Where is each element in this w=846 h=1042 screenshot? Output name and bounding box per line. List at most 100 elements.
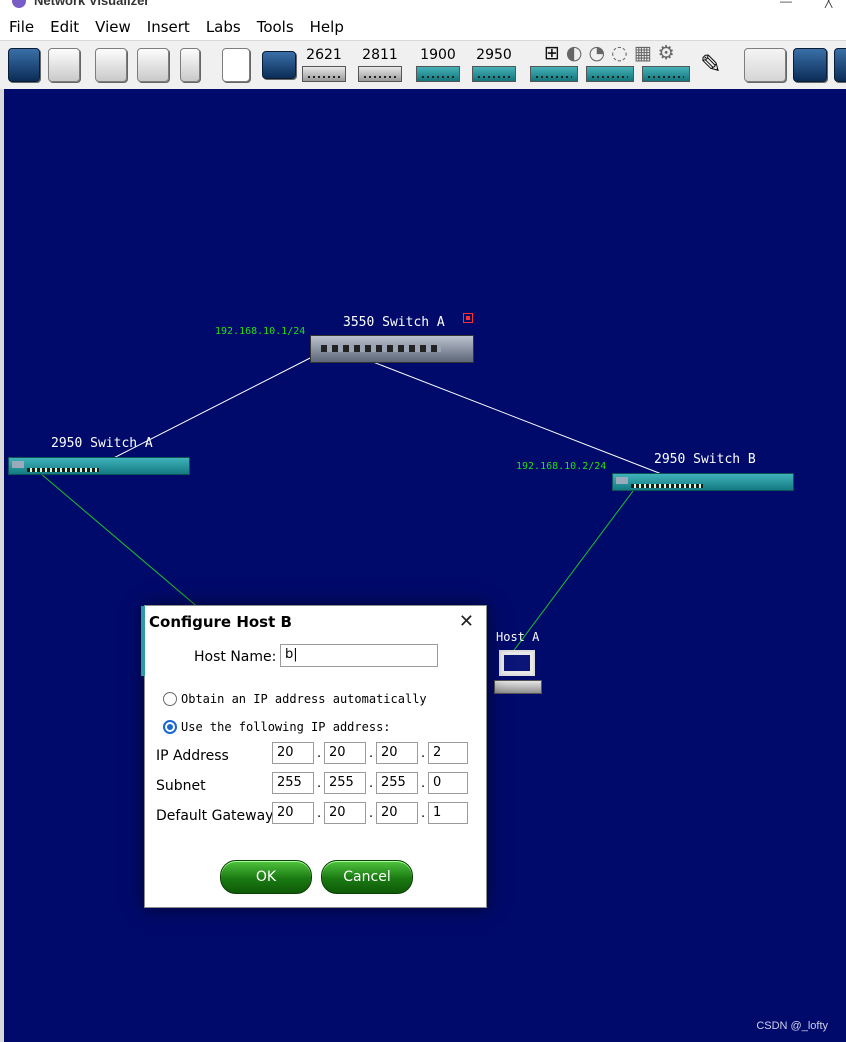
gateway-octet-1[interactable]: 20: [272, 802, 314, 824]
open-button[interactable]: [48, 47, 80, 83]
add-2950-button[interactable]: 2950: [472, 47, 516, 83]
new-document-button[interactable]: [222, 47, 250, 83]
add-2811-button[interactable]: 2811: [358, 47, 402, 83]
connect-icon: ✎: [700, 50, 722, 80]
toolbar: 2621 2811 1900 2950 ⊞: [0, 40, 846, 90]
ip-octet-3[interactable]: 20: [376, 742, 418, 764]
add-switch-button[interactable]: [586, 47, 634, 83]
gateway-octet-2[interactable]: 20: [324, 802, 366, 824]
swap-icon: [793, 48, 827, 82]
add-1900-button[interactable]: 1900: [416, 47, 460, 83]
octet-separator: .: [317, 776, 322, 791]
grade-button[interactable]: [744, 47, 786, 83]
computer-icon: [262, 51, 296, 79]
switch-3550a-label: 3550 Switch A: [343, 315, 445, 330]
radio-obtain-auto[interactable]: [163, 692, 177, 706]
host-a[interactable]: [494, 650, 542, 694]
print-button[interactable]: [137, 47, 169, 83]
menu-bar: File Edit View Insert Labs Tools Help: [0, 14, 846, 40]
add-2621-button[interactable]: 2621: [302, 47, 346, 83]
radio-obtain-auto-label[interactable]: Obtain an IP address automatically: [181, 692, 427, 706]
menu-file[interactable]: File: [9, 18, 35, 36]
link-2950a-hostb: [39, 472, 201, 610]
printer-icon: [137, 48, 169, 82]
dialog-title: Configure Host B: [149, 613, 292, 631]
minimize-button[interactable]: —: [780, 0, 792, 8]
delete-button[interactable]: [180, 47, 200, 83]
menu-help[interactable]: Help: [309, 18, 344, 36]
octet-separator: .: [421, 776, 426, 791]
octet-separator: .: [317, 746, 322, 761]
router-icon: 2621: [302, 48, 346, 82]
add-switch-3550-button[interactable]: [530, 47, 578, 83]
octet-separator: .: [421, 746, 426, 761]
subnet-octet-3[interactable]: 255: [376, 772, 418, 794]
radio-use-static-label[interactable]: Use the following IP address:: [181, 720, 391, 734]
canvas-edge: [0, 89, 4, 1042]
floppy-icon: [95, 48, 127, 82]
close-window-button[interactable]: ╳: [825, 0, 833, 8]
switch-2950b[interactable]: [612, 473, 794, 491]
grade-icon: [744, 48, 786, 82]
switch-badge: [12, 461, 24, 468]
ip-octet-4[interactable]: 2: [428, 742, 468, 764]
app-icon: [12, 0, 26, 8]
ime-icon: ▦: [633, 42, 652, 64]
link-3550a-2950b: [354, 354, 691, 486]
gateway-label: Default Gateway: [156, 808, 274, 824]
switch-2950a[interactable]: [8, 457, 190, 475]
ime-icon: ◐: [565, 42, 583, 64]
octet-separator: .: [317, 806, 322, 821]
network-links: [39, 352, 691, 670]
host-name-input[interactable]: b|: [280, 644, 438, 667]
menu-insert[interactable]: Insert: [146, 18, 190, 36]
status-indicator-icon[interactable]: [463, 313, 473, 323]
window-title: Network Visualizer: [34, 0, 150, 8]
switch-icon: [586, 48, 634, 82]
router-icon: 2811: [358, 48, 402, 82]
connect-button[interactable]: ✎: [700, 47, 722, 83]
more-icon: [834, 48, 846, 82]
more-button[interactable]: [834, 47, 846, 83]
save-button[interactable]: [95, 47, 127, 83]
ip-octet-2[interactable]: 20: [324, 742, 366, 764]
ime-icon: ⊞: [544, 42, 560, 64]
monitor-icon: [499, 650, 535, 676]
switch-3550a[interactable]: [310, 335, 474, 363]
menu-edit[interactable]: Edit: [50, 18, 80, 36]
ip-octet-1[interactable]: 20: [272, 742, 314, 764]
ime-toolbar-strip[interactable]: ⊞ ◐ ◔ ◌ ▦ ⚙: [544, 42, 675, 64]
link-3550a-2950a: [89, 352, 321, 471]
switch-ports: [631, 484, 703, 488]
dialog-close-icon[interactable]: ✕: [458, 611, 474, 632]
swap-button[interactable]: [793, 47, 827, 83]
ok-button[interactable]: OK: [220, 860, 312, 894]
menu-labs[interactable]: Labs: [205, 18, 241, 36]
folder-icon: [48, 48, 80, 82]
new-network-button[interactable]: [8, 47, 40, 83]
radio-use-static[interactable]: [163, 720, 177, 734]
switch-2950a-label: 2950 Switch A: [51, 436, 153, 451]
octet-separator: .: [369, 776, 374, 791]
switch-icon: [642, 48, 690, 82]
document-icon: [222, 48, 250, 82]
host-a-label: Host A: [496, 630, 540, 644]
window-titlebar: Network Visualizer — ╳: [0, 0, 846, 15]
link-2950b-hosta: [499, 486, 637, 670]
watermark: CSDN @_lofty: [756, 1020, 828, 1032]
subnet-octet-2[interactable]: 255: [324, 772, 366, 794]
subnet-octet-1[interactable]: 255: [272, 772, 314, 794]
switch-2950b-ip: 192.168.10.2/24: [516, 461, 607, 472]
gateway-octet-3[interactable]: 20: [376, 802, 418, 824]
switch-icon: [530, 48, 578, 82]
add-switch-button[interactable]: [642, 47, 690, 83]
subnet-label: Subnet: [156, 778, 206, 794]
menu-view[interactable]: View: [95, 18, 131, 36]
subnet-octet-4[interactable]: 0: [428, 772, 468, 794]
gateway-octet-4[interactable]: 1: [428, 802, 468, 824]
menu-tools[interactable]: Tools: [256, 18, 294, 36]
add-workstation-button[interactable]: [262, 47, 296, 83]
cancel-button[interactable]: Cancel: [321, 860, 413, 894]
octet-separator: .: [369, 806, 374, 821]
switch-3550a-ip: 192.168.10.1/24: [215, 326, 306, 337]
